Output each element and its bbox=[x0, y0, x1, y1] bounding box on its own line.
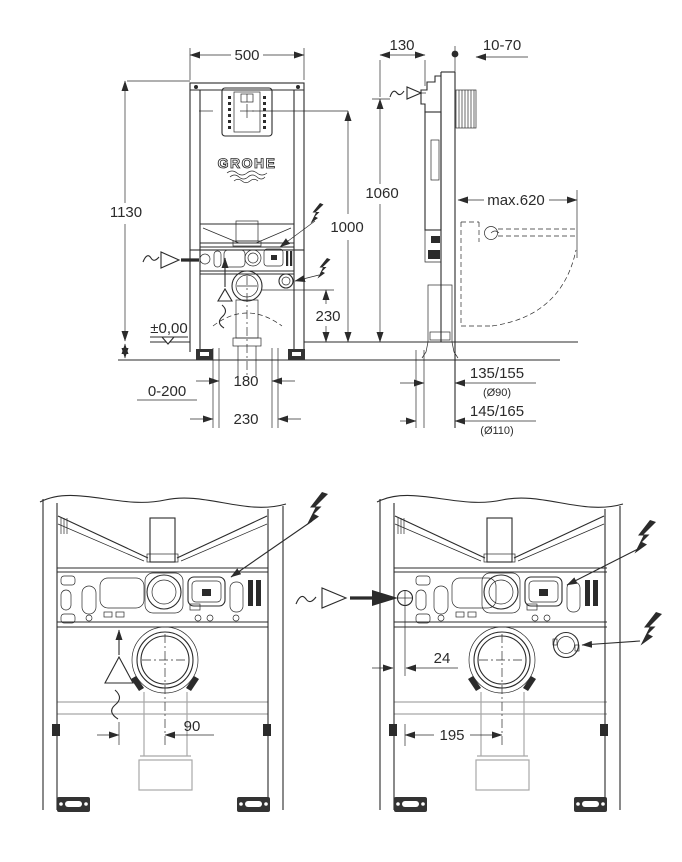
hinge-circle bbox=[484, 226, 498, 240]
frame-feet bbox=[196, 349, 305, 360]
detail-view-right: 24 195 bbox=[372, 494, 662, 812]
logo-wave bbox=[233, 178, 259, 184]
lightning-bolt-icon bbox=[230, 492, 328, 578]
dim-bowl-depth: max.620 bbox=[457, 190, 578, 258]
dim-outlet-a-diameter: (Ø90) bbox=[483, 387, 511, 399]
water-supply-icon bbox=[389, 86, 426, 100]
lightning-bolt-icon bbox=[566, 520, 656, 586]
cistern-funnel bbox=[200, 220, 294, 247]
svg-text:135/155: 135/155 bbox=[470, 365, 524, 382]
vent-icon bbox=[217, 257, 233, 329]
connection-band bbox=[57, 567, 268, 628]
vent-icon bbox=[104, 629, 134, 720]
dim-flush-pipe-offset: 90 bbox=[97, 718, 214, 745]
background-pipe-and-rail bbox=[394, 692, 607, 791]
dim-outlet-height: 230 bbox=[262, 289, 341, 343]
dim-drain-offset: 195 bbox=[404, 724, 503, 746]
detail-view-left: 90 bbox=[39, 492, 328, 812]
dim-bracket-range: 10-70 bbox=[475, 37, 528, 61]
flush-actuation-opening bbox=[221, 87, 273, 137]
dim-outlet-b: 145/165 (Ø110) bbox=[400, 403, 536, 437]
power-socket bbox=[278, 273, 294, 289]
pan-outline-dashed bbox=[212, 312, 283, 327]
dim-frame-depth: 130 bbox=[379, 37, 426, 97]
supply-inlet-hole bbox=[396, 589, 414, 676]
cistern-funnel bbox=[57, 515, 268, 563]
dim-supply-height: 1060 bbox=[365, 98, 399, 343]
dim-floor-level: ±0,00 bbox=[150, 320, 187, 337]
svg-text:max.620: max.620 bbox=[487, 192, 545, 209]
connection-band bbox=[199, 242, 294, 275]
anchor-point-dot bbox=[451, 50, 459, 58]
drain-outlet bbox=[131, 626, 199, 748]
dim-frame-height: 1130 bbox=[110, 80, 190, 342]
front-view: GROHE bbox=[110, 47, 578, 428]
break-line bbox=[39, 494, 287, 508]
dim-offset-outer: 230 bbox=[233, 411, 258, 428]
power-connector bbox=[187, 576, 226, 611]
datum-level-icon: ±0,00 bbox=[150, 320, 188, 345]
power-connector bbox=[524, 576, 563, 611]
background-pipe-and-rail bbox=[57, 692, 268, 791]
grohe-logo: GROHE bbox=[217, 155, 277, 184]
dim-actuation-height: 1000 bbox=[330, 110, 364, 343]
dim-offset-inner: 180 bbox=[233, 373, 258, 390]
logo-wave bbox=[229, 174, 266, 180]
svg-text:195: 195 bbox=[439, 727, 464, 744]
grohe-logo-text: GROHE bbox=[218, 155, 277, 171]
svg-text:500: 500 bbox=[234, 47, 259, 64]
drain-outlet bbox=[212, 270, 283, 377]
frame-outline bbox=[189, 82, 305, 352]
svg-text:24: 24 bbox=[434, 650, 451, 667]
svg-text:90: 90 bbox=[184, 718, 201, 735]
break-line bbox=[376, 494, 624, 508]
rail-clips bbox=[389, 724, 608, 736]
dim-supply-offset: 24 bbox=[372, 650, 458, 672]
logo-wave bbox=[226, 170, 268, 176]
flush-bend-seal bbox=[146, 574, 182, 610]
dim-outlet-offsets: 180 230 bbox=[190, 348, 301, 428]
svg-text:10-70: 10-70 bbox=[483, 37, 521, 54]
side-view: 130 10-70 max.620 bbox=[379, 37, 578, 437]
drain-outlet bbox=[468, 626, 536, 748]
connection-band bbox=[394, 567, 607, 628]
frame-feet bbox=[57, 797, 270, 812]
wc-pan-outline bbox=[460, 221, 577, 327]
cistern-funnel bbox=[394, 515, 605, 563]
rail-clips bbox=[52, 724, 271, 736]
water-supply-icon bbox=[295, 587, 398, 609]
water-inlet-port bbox=[199, 253, 211, 265]
wall-anchor bbox=[451, 46, 477, 129]
dim-floor-buildup: 0-200 bbox=[121, 343, 197, 401]
dim-frame-width: 500 bbox=[189, 47, 305, 80]
round-power-socket bbox=[552, 631, 580, 659]
flush-bend-seal bbox=[483, 574, 519, 610]
lightning-bolt-icon bbox=[552, 612, 662, 659]
svg-text:0-200: 0-200 bbox=[148, 383, 186, 400]
lightning-bolt-icon bbox=[279, 203, 324, 248]
dim-outlet-b-diameter: (Ø110) bbox=[480, 425, 513, 437]
svg-text:1060: 1060 bbox=[365, 185, 398, 202]
svg-text:1000: 1000 bbox=[330, 219, 363, 236]
svg-text:145/165: 145/165 bbox=[470, 403, 524, 420]
svg-text:1130: 1130 bbox=[110, 204, 142, 221]
dim-outlet-a: 135/155 (Ø90) bbox=[400, 365, 536, 399]
frame-feet bbox=[394, 797, 607, 812]
svg-text:230: 230 bbox=[315, 308, 340, 325]
power-connector bbox=[263, 248, 284, 267]
svg-text:130: 130 bbox=[389, 37, 414, 54]
dim-outlet-positions: 135/155 (Ø90) 145/165 (Ø110) bbox=[400, 350, 536, 437]
water-supply-icon bbox=[142, 251, 199, 269]
lightning-bolt-icon bbox=[278, 258, 331, 289]
side-frame-profile bbox=[420, 71, 459, 428]
